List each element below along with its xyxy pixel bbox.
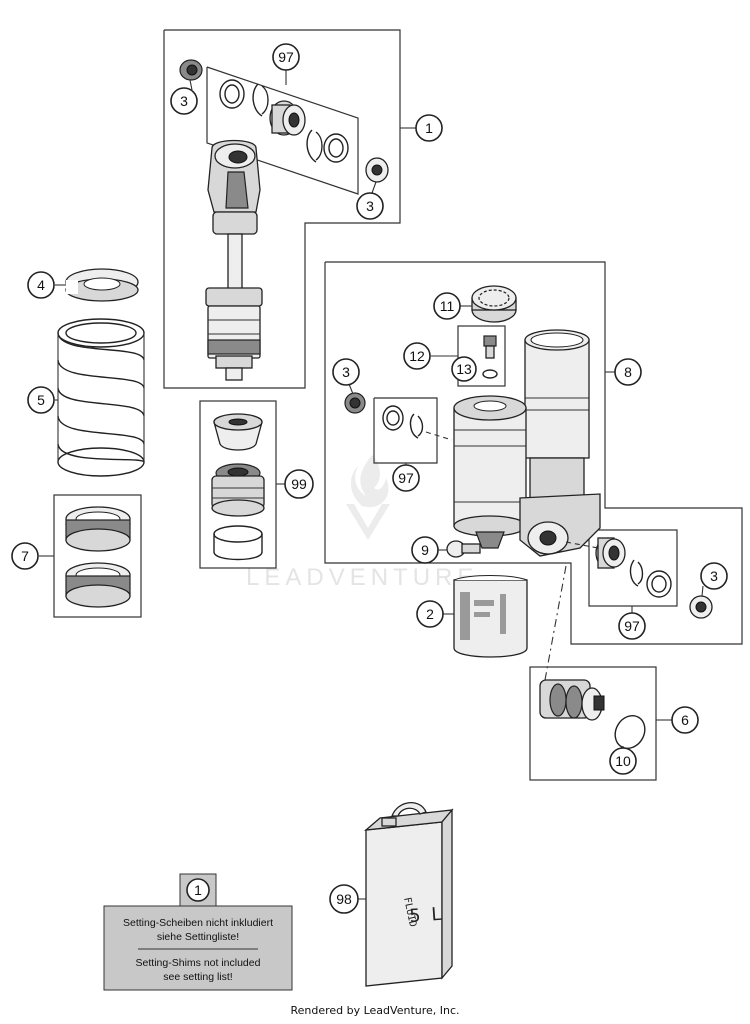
callout-5: 5 [27,386,55,414]
reservoir-part [524,329,590,499]
note-en-line-2: see setting list! [163,971,232,983]
callout-6: 6 [671,706,699,734]
callout-2: 2 [416,600,444,628]
o-ring-part [614,714,646,750]
svg-text:13: 13 [456,361,472,377]
svg-text:9: 9 [421,542,429,558]
piston-rod-part [205,139,263,381]
leader-line [348,383,354,395]
svg-text:8: 8 [624,364,632,380]
compression-adjuster-part [539,679,605,721]
svg-text:3: 3 [180,93,188,109]
svg-text:4: 4 [37,277,45,293]
label-sleeve-part [453,575,528,658]
coil-spring-part [57,318,145,477]
watermark-v-icon [346,504,390,540]
lock-ring-part [65,562,131,608]
dust-cap-part [213,413,263,451]
screw-part [446,540,481,558]
watermark-text: LEADVENTURE [246,564,478,591]
callout-3-topright: 3 [356,192,384,220]
valve-part [482,335,498,379]
svg-text:5: 5 [37,392,45,408]
bushing-part [365,157,389,183]
box-group-97-right [588,529,678,607]
oil-can-volume: 5 L [409,904,443,927]
svg-text:10: 10 [615,753,631,769]
callout-4: 4 [27,271,55,299]
box-group-97-top [206,66,359,195]
callout-1-top: 1 [415,114,443,142]
svg-text:12: 12 [409,348,425,364]
box-group-6 [529,666,657,781]
svg-text:97: 97 [624,618,640,634]
box-group-97-mid [373,397,438,464]
note-de-line-1: Setting-Scheiben nicht inkludiert [123,917,273,929]
leader-line [565,541,599,549]
reservoir-cap-part [471,285,517,323]
callout-97-mid: 97 [392,464,420,492]
callout-97-right: 97 [618,612,646,640]
svg-text:1: 1 [425,120,433,136]
bushing-part [179,59,203,81]
leader-line [544,565,567,681]
callout-98: 98 [329,884,359,914]
svg-text:97: 97 [278,49,294,65]
bearing-kit-part [595,537,672,598]
svg-text:11: 11 [440,298,455,314]
svg-text:7: 7 [21,548,29,564]
leader-line [189,79,193,91]
svg-text:6: 6 [681,712,689,728]
watermark: LEADVENTURE [246,455,478,591]
guide-ring-part [213,525,263,561]
box-group-1 [163,29,401,389]
callout-3-mid: 3 [332,358,360,386]
callout-10: 10 [609,747,637,775]
oil-can-part: FLUID 5 L [363,802,454,987]
callout-3-right: 3 [700,562,728,590]
svg-text:3: 3 [710,568,718,584]
callout-3-topleft: 3 [170,87,198,115]
note-en-line-1: Setting-Shims not included [136,957,261,969]
clevis-part [519,493,601,557]
damper-body-part [453,395,527,549]
setting-shims-note: 1 Setting-Scheiben nicht inkludiert sieh… [103,873,293,991]
leader-line [371,181,377,194]
callout-11: 11 [433,292,461,320]
seal-head-part [211,463,265,517]
bearing-kit-part [382,405,424,439]
callout-9: 9 [411,536,439,564]
exploded-parts-diagram: LEADVENTURE [11,29,743,991]
leader-line [701,585,704,597]
svg-text:3: 3 [342,364,350,380]
svg-text:2: 2 [426,606,434,622]
callout-12: 12 [403,342,431,370]
footer-credit: Rendered by LeadVenture, Inc. [290,1004,460,1017]
bushing-part [689,595,713,619]
svg-text:98: 98 [336,891,352,907]
note-de-line-2: siehe Settingliste! [157,931,239,943]
callout-97-top: 97 [272,43,300,71]
svg-text:3: 3 [366,198,374,214]
bearing-kit-part [219,79,349,163]
callout-8: 8 [614,358,642,386]
leader-line [425,431,453,441]
callout-99: 99 [284,469,314,499]
spring-retainer-part [65,268,139,302]
box-group-8 [324,261,743,645]
svg-text:99: 99 [291,476,307,492]
svg-text:97: 97 [398,470,414,486]
callout-13: 13 [451,356,477,382]
watermark-flame-icon [350,455,389,508]
note-callout-1: 1 [194,882,202,898]
bushing-part [344,392,366,414]
callout-7: 7 [11,542,39,570]
adjusting-ring-part [65,506,131,552]
